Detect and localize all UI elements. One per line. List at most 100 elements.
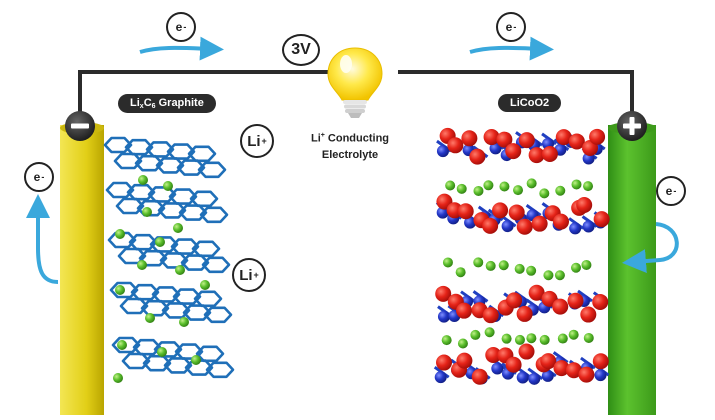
lithium-atom (514, 334, 525, 345)
lithium-atom (498, 260, 509, 271)
licoo2-lattice (433, 127, 610, 385)
graphite-hexagon (111, 336, 141, 354)
anode-electrode (60, 122, 104, 415)
lithium-atom (555, 185, 566, 196)
cobalt-atom (528, 372, 541, 385)
lithium-atom (175, 265, 185, 275)
oxygen-atom (457, 203, 474, 220)
graphite-hexagon (197, 161, 227, 179)
oxygen-atom (592, 353, 609, 370)
graphite-hexagon (142, 354, 172, 372)
electron-arrow-top-right (469, 36, 554, 61)
plus-icon (617, 111, 647, 141)
oxygen-atom (555, 129, 572, 146)
lithium-atom (137, 260, 147, 270)
cobalt-atom (569, 222, 582, 235)
lithium-atom (457, 338, 468, 349)
graphite-hexagon (105, 181, 135, 199)
lithium-atom (581, 259, 592, 270)
lithium-atom (155, 237, 165, 247)
oxygen-atom (593, 211, 610, 228)
cobalt-atom (436, 145, 449, 158)
lithium-atom (445, 180, 456, 191)
oxygen-atom (483, 129, 500, 146)
oxygen-atom (456, 352, 473, 369)
graphite-hexagon (159, 252, 189, 269)
cathode-label: LiCoO2 (498, 94, 562, 112)
graphite-hexagon (161, 302, 191, 319)
oxygen-atom (508, 204, 525, 221)
graphite-hexagon (182, 304, 212, 321)
oxygen-atom (541, 145, 558, 162)
lithium-atom (473, 257, 484, 268)
lithium-atom (526, 333, 537, 344)
lithium-atom (473, 185, 484, 196)
electron-arrow-top-left (139, 36, 224, 61)
oxygen-atom (518, 132, 535, 149)
light-bulb-icon (327, 47, 383, 118)
cobalt-atom (434, 371, 447, 384)
graphite-hexagon (109, 281, 139, 299)
lithium-atom (145, 313, 155, 323)
oxygen-atom (565, 362, 582, 379)
electrolyte-label: Li+ Conducting Electrolyte (310, 132, 390, 161)
graphite-hexagon (157, 202, 187, 219)
lithium-atom (200, 280, 210, 290)
oxygen-atom (496, 131, 513, 148)
cobalt-atom (541, 369, 554, 382)
lithium-atom (483, 180, 494, 191)
electron-badge-top-left: e- (166, 12, 196, 42)
oxygen-atom (505, 356, 522, 373)
cathode-electrode (608, 122, 656, 415)
graphite-hexagon (117, 247, 147, 265)
lithium-ion-badge-top: Li+ (240, 124, 274, 158)
oxygen-atom (505, 143, 522, 160)
lithium-atom (526, 178, 537, 189)
oxygen-atom (592, 293, 609, 310)
lithium-atom (115, 285, 125, 295)
lithium-atom (173, 223, 183, 233)
cobalt-atom (501, 220, 514, 233)
lithium-atom (115, 229, 125, 239)
voltage-badge: 3V (282, 34, 320, 66)
cobalt-atom (516, 371, 529, 384)
oxygen-atom (516, 218, 533, 235)
electron-badge-top-right: e- (496, 12, 526, 42)
minus-icon (65, 111, 95, 141)
lithium-atom (543, 270, 554, 281)
electron-arrow-right-curve (622, 222, 679, 274)
lithium-atom (142, 207, 152, 217)
lithium-atom (441, 335, 452, 346)
lithium-atom (113, 373, 123, 383)
lithium-atom (514, 263, 525, 274)
cobalt-atom (491, 362, 504, 375)
graphite-hexagon (180, 254, 210, 271)
electron-badge-right: e- (656, 176, 686, 206)
graphite-hexagon (115, 197, 145, 215)
oxygen-atom (456, 302, 473, 319)
electron-badge-left: e- (24, 162, 54, 192)
oxygen-atom (567, 292, 584, 309)
lithium-atom (117, 340, 127, 350)
graphite-hexagon (134, 154, 164, 172)
graphite-hexagon (205, 361, 235, 379)
graphite-hexagon (201, 256, 231, 274)
oxygen-atom (553, 213, 570, 230)
graphite-hexagon (155, 157, 185, 174)
lithium-atom (499, 181, 510, 192)
oxygen-atom (482, 217, 499, 234)
lithium-atom (571, 262, 582, 273)
lithium-ion-badge-bottom: Li+ (232, 258, 266, 292)
cobalt-atom (436, 206, 449, 219)
oxygen-atom (576, 197, 593, 214)
lithium-atom (571, 179, 582, 190)
oxygen-atom (518, 343, 535, 360)
lithium-atom (163, 181, 173, 191)
lithium-atom (568, 329, 579, 340)
graphite-hexagon (176, 159, 206, 176)
lithium-atom (539, 188, 550, 199)
oxygen-atom (471, 368, 488, 385)
oxygen-atom (528, 284, 545, 301)
lithium-atom (513, 185, 524, 196)
oxygen-atom (540, 353, 557, 370)
